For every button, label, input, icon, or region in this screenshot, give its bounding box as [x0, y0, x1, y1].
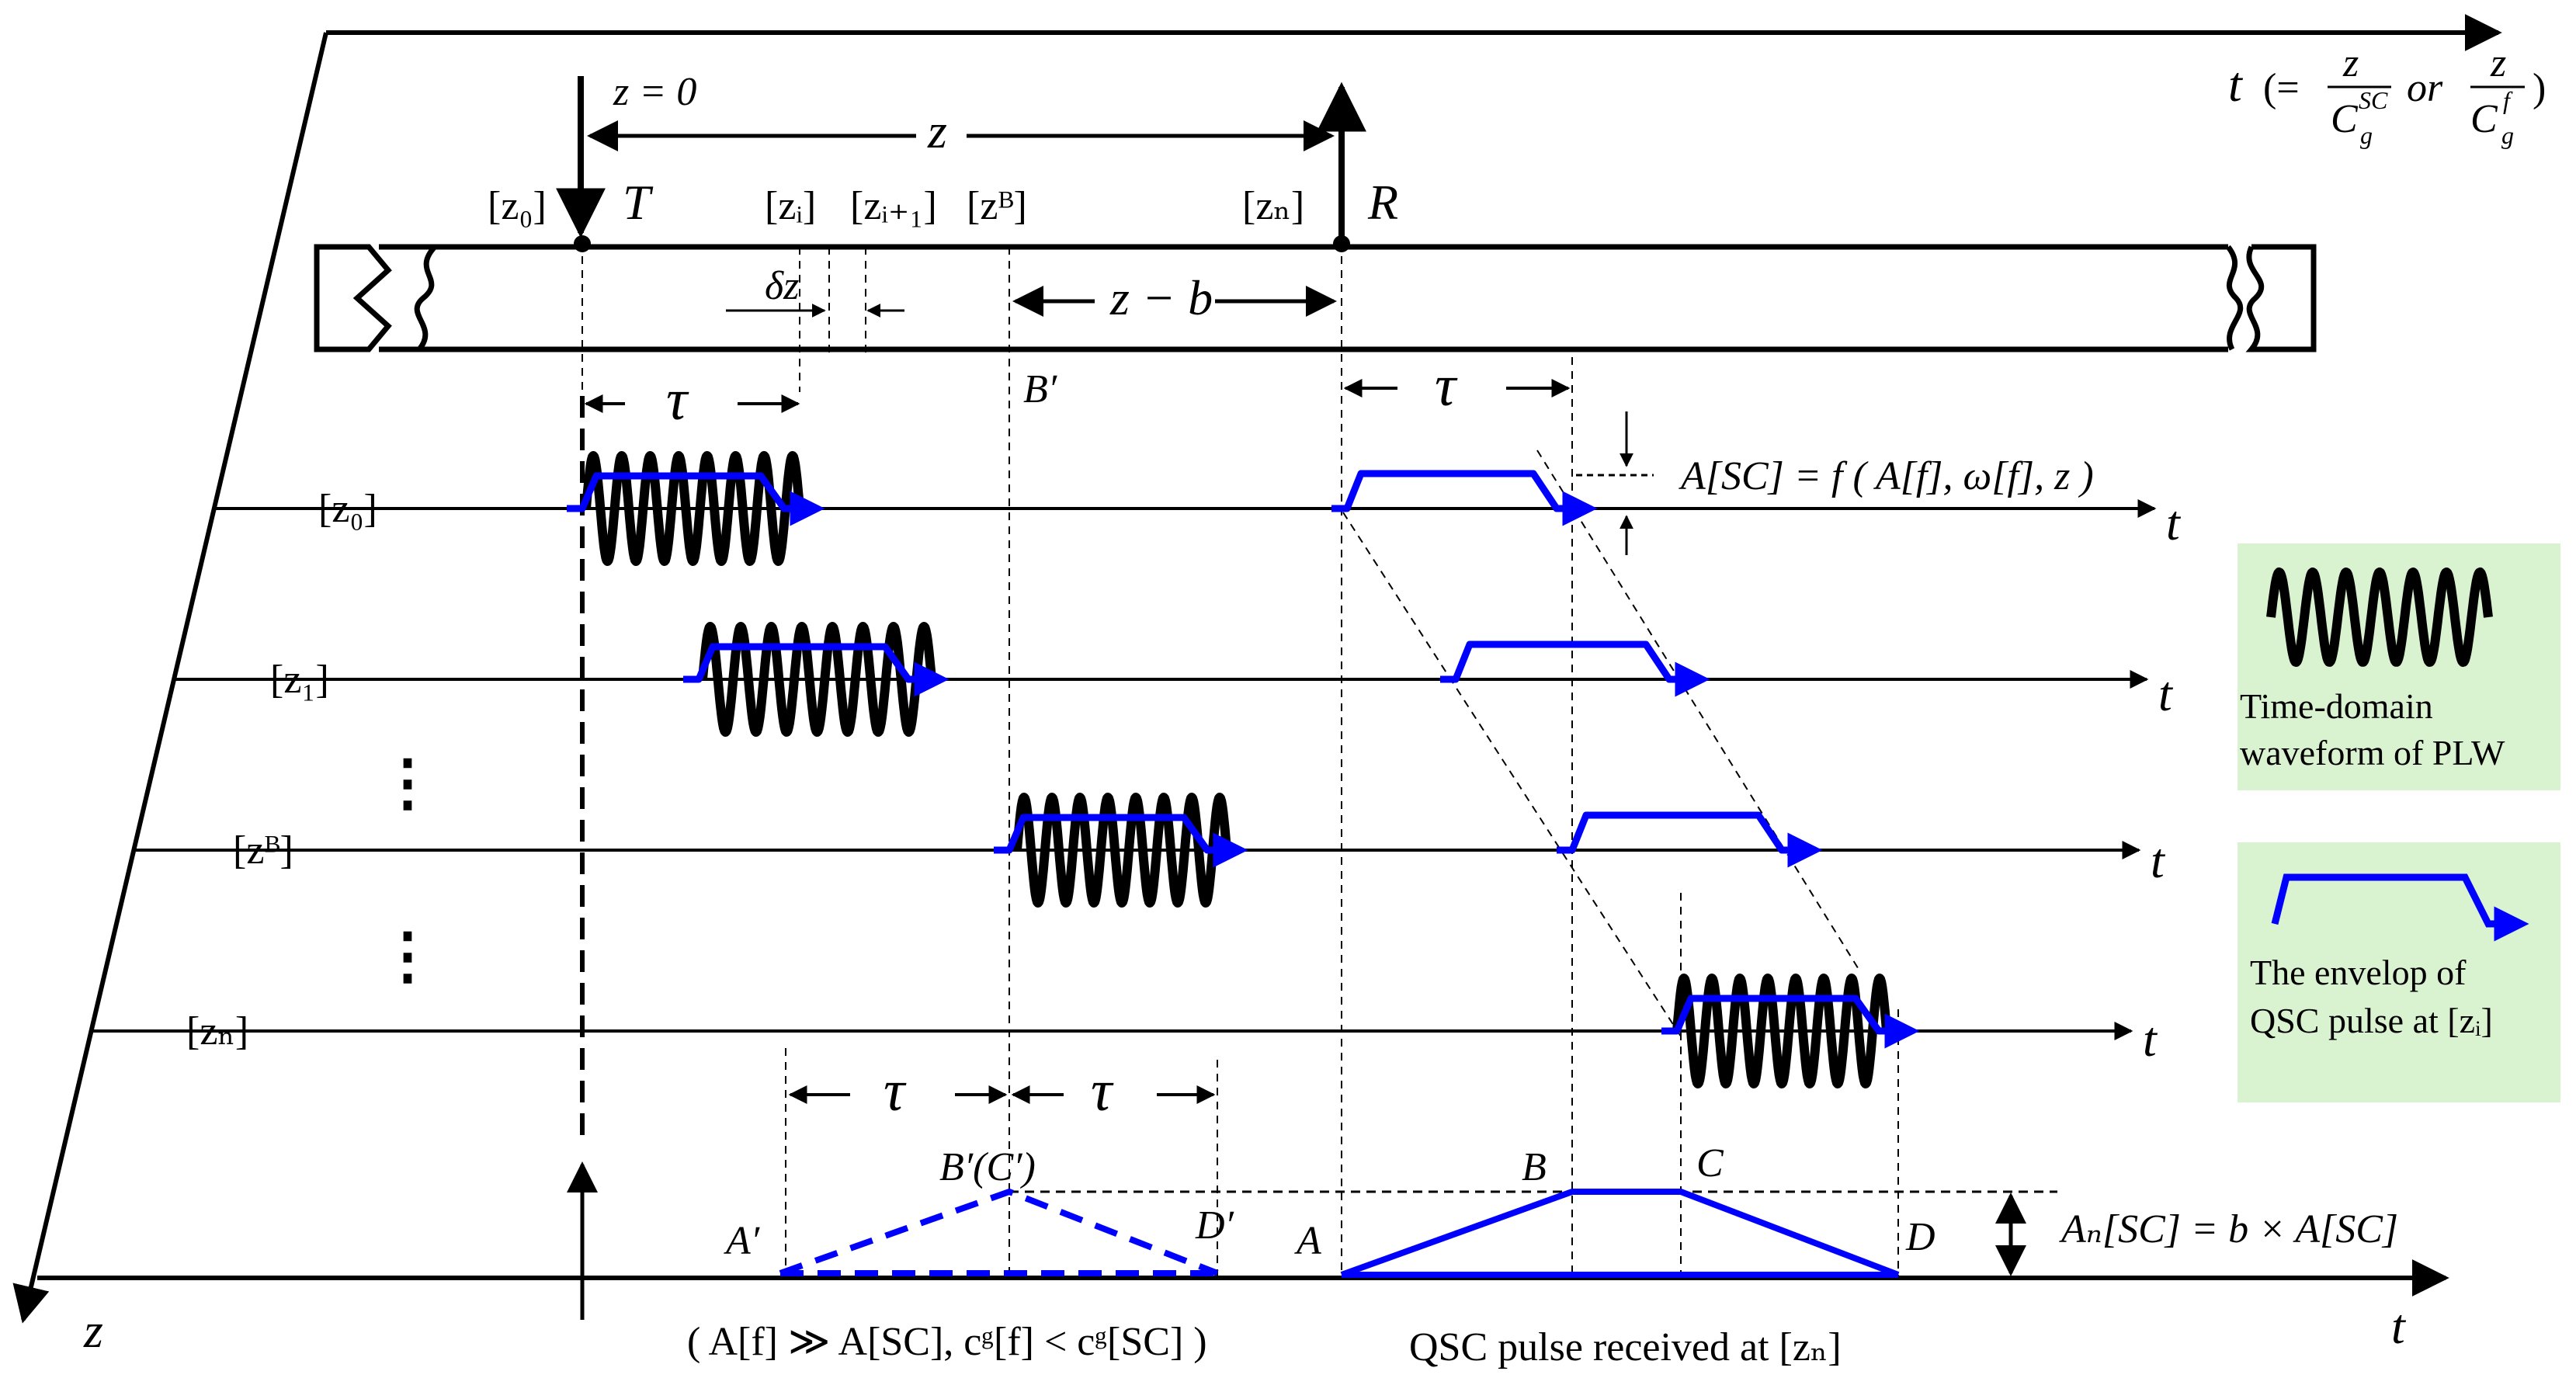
dz-label: δz [765, 264, 799, 308]
row-t-3: t [2143, 1012, 2158, 1067]
waveguide-labels: z = 0 T [z₀] R [zₙ] [zᵢ] [zᵢ₊₁] [zᴮ] δz … [488, 70, 1398, 411]
time-axis-paren-close: ) [2533, 66, 2546, 110]
time-axis-or: or [2407, 66, 2443, 110]
amplitude-relation: A[SC] = f ( A[f], ω[f], z ) [1679, 454, 2094, 498]
label-A: A [1294, 1219, 1321, 1263]
frac2-sub: g [2501, 121, 2514, 149]
frac2-num: z [2490, 41, 2506, 85]
guide-lines [582, 247, 1899, 1278]
transmitter-node [574, 235, 591, 252]
tau-label-2: τ [1435, 353, 1458, 418]
bottom-labels: A′ B′(C′) D′ A B C D Aₙ[SC] = b × A[SC] … [687, 1141, 2407, 1369]
label-Aprime: A′ [724, 1219, 761, 1263]
waveguide-left-break [388, 244, 437, 352]
label-BCprime: B′(C′) [939, 1145, 1036, 1189]
z-axis [12, 32, 328, 1324]
row-label-zN: [zₙ] [186, 1009, 248, 1054]
row-t-0: t [2166, 495, 2182, 550]
transmitter-T: T [623, 175, 654, 230]
amplitude-marker: A[SC] = f ( A[f], ω[f], z ) [1576, 411, 2094, 555]
row-label-zB: [zᴮ] [233, 828, 293, 873]
waveguide [314, 244, 2317, 352]
frame-axes [12, 14, 2502, 1324]
condition-label: ( A[f] ≫ A[SC], cᵍ[f] < cᵍ[SC] ) [687, 1320, 1207, 1364]
time-axis-definition: t (= z C SC g or z C f g ) [2228, 41, 2546, 149]
qsc-envelope-on-wave-3 [1661, 995, 1920, 1049]
waveguide-right-cap [2245, 244, 2317, 352]
frac1-sup: SC [2359, 86, 2388, 114]
plw-wave-packet-1 [698, 622, 936, 737]
frac2-den: C [2470, 97, 2498, 141]
z-span-label: z [927, 103, 947, 158]
legend-wave-path [2266, 568, 2493, 667]
waveguide-left-cap [314, 244, 392, 352]
qsc-envelope-on-wave-2 [994, 814, 1248, 868]
row-label-z1: [z₁] [270, 658, 329, 702]
plw-wave-packet-0 [582, 451, 804, 566]
tau-label-3: τ [884, 1058, 907, 1123]
waveguide-right-break [2226, 245, 2244, 351]
frac2-sup: f [2503, 86, 2513, 114]
receiver-node-label: [zₙ] [1242, 184, 1304, 228]
time-axis-paren-open: (= [2263, 66, 2300, 110]
label-Dprime: D′ [1195, 1203, 1235, 1248]
legend-wave-icon [2266, 568, 2493, 667]
ellipsis-2: ⋮ [377, 922, 439, 991]
bottom-t-label: t [2391, 1299, 2407, 1354]
receiver-node [1333, 235, 1350, 252]
legend-plw-line2: waveform of PLW [2240, 733, 2505, 772]
tau-label-4: τ [1091, 1058, 1114, 1123]
zi1-label: [zᵢ₊₁] [850, 184, 937, 228]
bottom-pulses [779, 1188, 2057, 1278]
legend-qsc-box [2238, 842, 2560, 1102]
z0-label: z = 0 [613, 70, 696, 114]
frac1-den: C [2331, 97, 2359, 141]
qsc-envelope-received-1 [1440, 640, 1710, 697]
label-C: C [1696, 1141, 1724, 1186]
qsc-envelope-on-wave-0 [567, 472, 825, 526]
row-t-2: t [2151, 833, 2166, 888]
z-minus-b-label: z − b [1109, 270, 1213, 325]
plw-waveforms [582, 451, 1891, 1088]
qsc-envelope-received-2 [1557, 811, 1823, 868]
frac1-sub: g [2360, 121, 2373, 149]
legend-qsc-line1: The envelop of [2250, 953, 2467, 992]
legend-envelope-icon [2271, 873, 2529, 942]
Bprime-top-label: B′ [1023, 367, 1058, 411]
plw-wave-packet-3 [1672, 974, 1891, 1088]
zi-label: [zᵢ] [765, 184, 816, 228]
qsc-envelope-received-0 [1331, 470, 1598, 526]
frac1-num: z [2342, 41, 2359, 85]
received-label: QSC pulse received at [zₙ] [1409, 1325, 1842, 1369]
receiver-R: R [1367, 175, 1398, 230]
legend-qsc-line2: QSC pulse at [zᵢ] [2250, 1001, 2493, 1040]
legend: Time-domain waveform of PLW The envelop … [2238, 543, 2560, 1102]
tau-markers: τ τ τ τ [584, 353, 1571, 1123]
fast-pulse-triangle [779, 1188, 1219, 1276]
plw-wave-packet-2 [1012, 793, 1231, 908]
transmitter-node-label: [z₀] [488, 184, 547, 228]
qsc-envelopes [567, 470, 1920, 1049]
z-axis-label: z [83, 1303, 103, 1358]
ellipsis-1: ⋮ [377, 749, 439, 818]
label-B: B [1522, 1145, 1547, 1189]
received-qsc-pulse [1340, 1189, 1900, 1278]
time-axis-t: t [2228, 57, 2244, 112]
AN-relation: Aₙ[SC] = b × A[SC] [2059, 1207, 2398, 1251]
zB-label: [zᴮ] [967, 184, 1027, 228]
qsc-envelope-on-wave-1 [683, 643, 950, 697]
legend-plw-box [2238, 543, 2560, 790]
row-t-1: t [2158, 666, 2174, 721]
tau-label-1: τ [666, 367, 689, 432]
row-labels: [z₀] [z₁] [zᴮ] [zₙ] t t t t ⋮ ⋮ [186, 487, 2182, 1067]
label-D: D [1905, 1215, 1935, 1259]
legend-plw-line1: Time-domain [2240, 686, 2433, 726]
row-label-z0: [z₀] [318, 487, 377, 531]
